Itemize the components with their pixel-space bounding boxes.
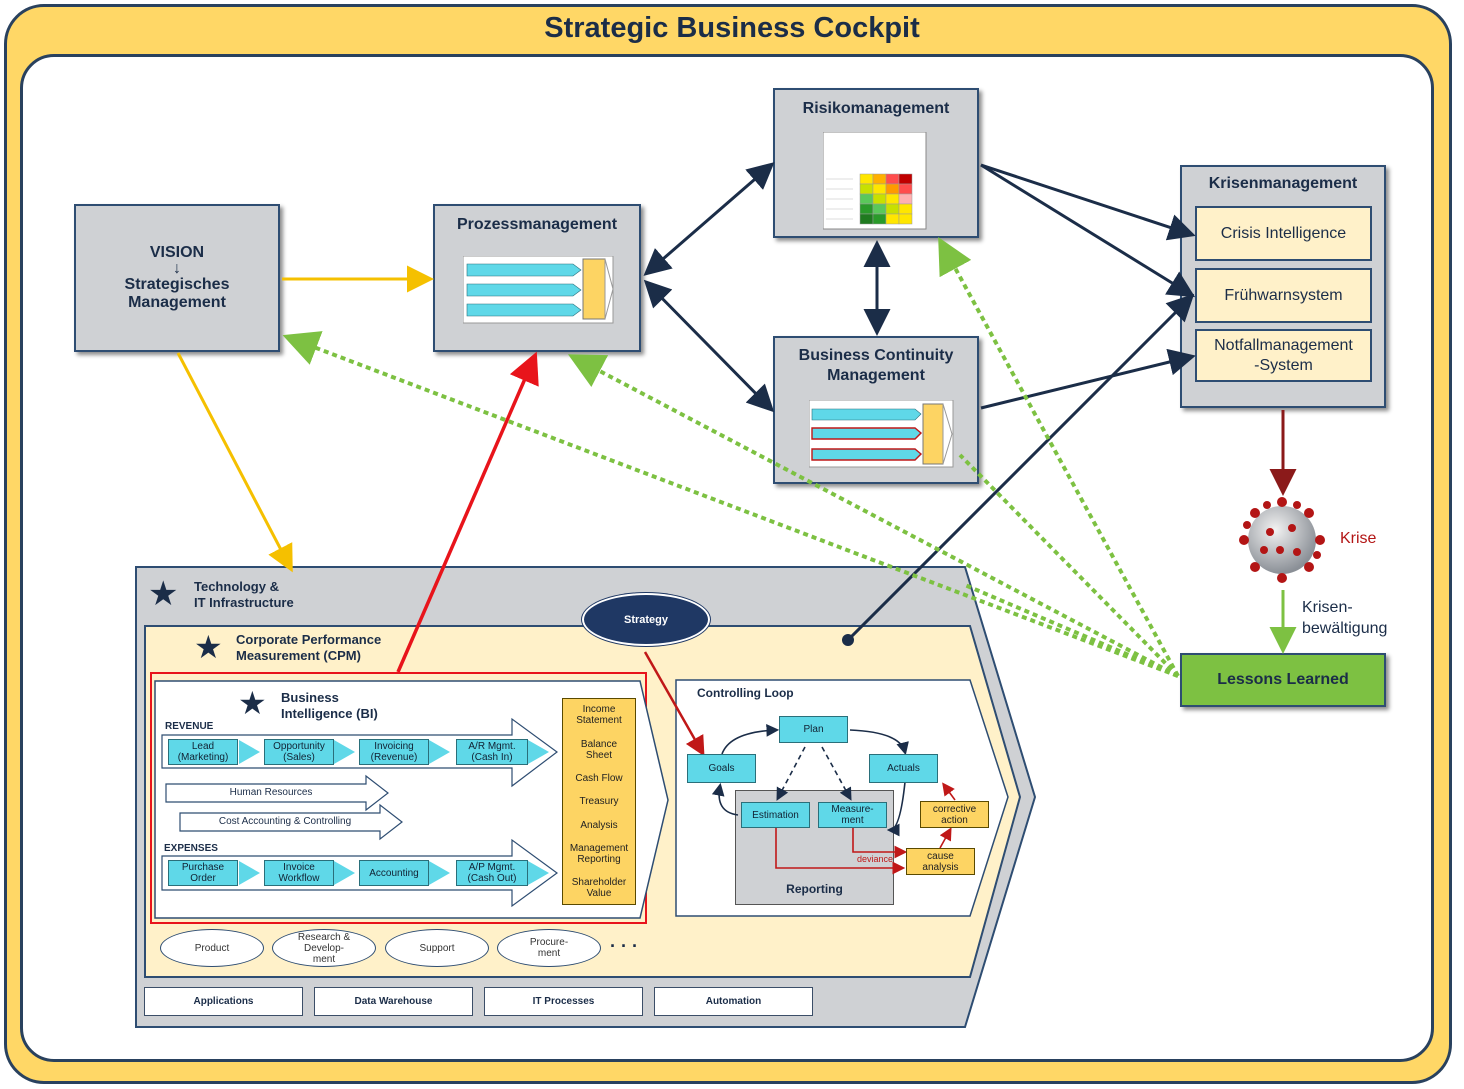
star-icon: ★: [238, 685, 267, 721]
invoicing-chip[interactable]: Invoicing (Revenue): [359, 739, 429, 765]
risiko-title: Risikomanagement: [802, 100, 950, 117]
notfallmanagement-box[interactable]: Notfallmanagement -System: [1195, 329, 1372, 382]
krisen-title: Krisenmanagement: [1208, 175, 1358, 192]
hr-arrow: [165, 774, 389, 812]
chevron-icon: [334, 861, 355, 885]
crisis-intelligence-box[interactable]: Crisis Intelligence: [1195, 206, 1372, 261]
report-income: Income Statement: [576, 704, 622, 726]
prozess-title: Prozessmanagement: [456, 216, 618, 233]
automation-box[interactable]: Automation: [654, 987, 813, 1016]
process-flow-icon: [463, 256, 614, 324]
strategisches-label: Strategisches: [124, 276, 230, 293]
report-column: [562, 698, 636, 905]
it-processes-box[interactable]: IT Processes: [484, 987, 643, 1016]
report-analysis: Analysis: [580, 820, 618, 831]
hr-label: Human Resources: [229, 787, 313, 798]
ar-mgmt-chip[interactable]: A/R Mgmt. (Cash In): [456, 739, 528, 765]
cost-arrow: [179, 803, 403, 841]
chevron-icon: [528, 861, 549, 885]
purchase-order-chip[interactable]: Purchase Order: [168, 860, 238, 886]
chevron-icon: [239, 861, 260, 885]
bcm-title: Business Continuity Management: [798, 347, 954, 384]
page-title: Strategic Business Cockpit: [544, 12, 920, 44]
chevron-icon: [528, 740, 549, 764]
report-cashflow: Cash Flow: [575, 773, 623, 784]
lessons-learned-box[interactable]: Lessons Learned: [1180, 653, 1386, 707]
fruehwarnsystem-box[interactable]: Frühwarnsystem: [1195, 268, 1372, 323]
ap-mgmt-chip[interactable]: A/P Mgmt. (Cash Out): [456, 860, 528, 886]
tech-title: Technology & IT Infrastructure: [194, 579, 294, 610]
procurement-pill[interactable]: Procure- ment: [497, 929, 601, 967]
research-pill[interactable]: Research & Develop- ment: [272, 929, 376, 967]
virus-icon: [1239, 497, 1325, 583]
risk-matrix-icon: [823, 132, 927, 230]
report-shareholder: Shareholder Value: [571, 877, 627, 899]
continuity-flow-icon: [809, 400, 954, 468]
data-warehouse-box[interactable]: Data Warehouse: [314, 987, 473, 1016]
actuals-box[interactable]: Actuals: [869, 754, 938, 783]
star-icon: ★: [148, 575, 179, 613]
vision-box[interactable]: VISION ↓ Strategisches Management: [74, 204, 280, 352]
revenue-label: REVENUE: [165, 721, 214, 732]
krise-label: Krise: [1340, 530, 1377, 547]
ellipsis: · · ·: [610, 936, 638, 956]
goals-box[interactable]: Goals: [687, 754, 756, 783]
chevron-icon: [429, 861, 450, 885]
plan-box[interactable]: Plan: [779, 716, 848, 743]
bewaeltigung-label: Krisen- bewältigung: [1302, 599, 1388, 637]
chevron-icon: [239, 740, 260, 764]
invoice-workflow-chip[interactable]: Invoice Workflow: [264, 860, 334, 886]
cause-analysis-box[interactable]: cause analysis: [906, 848, 975, 875]
star-icon: ★: [194, 629, 223, 665]
cost-label: Cost Accounting & Controlling: [218, 816, 352, 827]
applications-box[interactable]: Applications: [144, 987, 303, 1016]
opportunity-chip[interactable]: Opportunity (Sales): [264, 739, 334, 765]
bi-title: Business Intelligence (BI): [281, 690, 378, 721]
down-arrow-icon: ↓: [173, 260, 181, 277]
estimation-box[interactable]: Estimation: [741, 802, 810, 828]
strategy-ellipse[interactable]: Strategy: [582, 593, 710, 646]
report-balance: Balance Sheet: [580, 739, 618, 761]
accounting-chip[interactable]: Accounting: [359, 860, 429, 886]
cpm-title: Corporate Performance Measurement (CPM): [236, 632, 382, 663]
lead-chip[interactable]: Lead (Marketing): [168, 739, 238, 765]
corrective-action-box[interactable]: corrective action: [920, 801, 989, 828]
reporting-label: Reporting: [786, 882, 843, 896]
management-label: Management: [128, 294, 226, 311]
report-treasury: Treasury: [579, 796, 619, 807]
expenses-label: EXPENSES: [164, 843, 218, 854]
bcm-box[interactable]: Business Continuity Management: [773, 336, 979, 484]
support-pill[interactable]: Support: [385, 929, 489, 967]
report-management: Management Reporting: [569, 843, 629, 865]
loop-title: Controlling Loop: [697, 686, 794, 700]
measurement-box[interactable]: Measure- ment: [818, 802, 887, 828]
chevron-icon: [429, 740, 450, 764]
vision-label: VISION: [149, 244, 205, 261]
deviance-label: deviance: [857, 854, 894, 864]
chevron-icon: [334, 740, 355, 764]
product-pill[interactable]: Product: [160, 929, 264, 967]
prozess-box[interactable]: Prozessmanagement: [433, 204, 641, 352]
